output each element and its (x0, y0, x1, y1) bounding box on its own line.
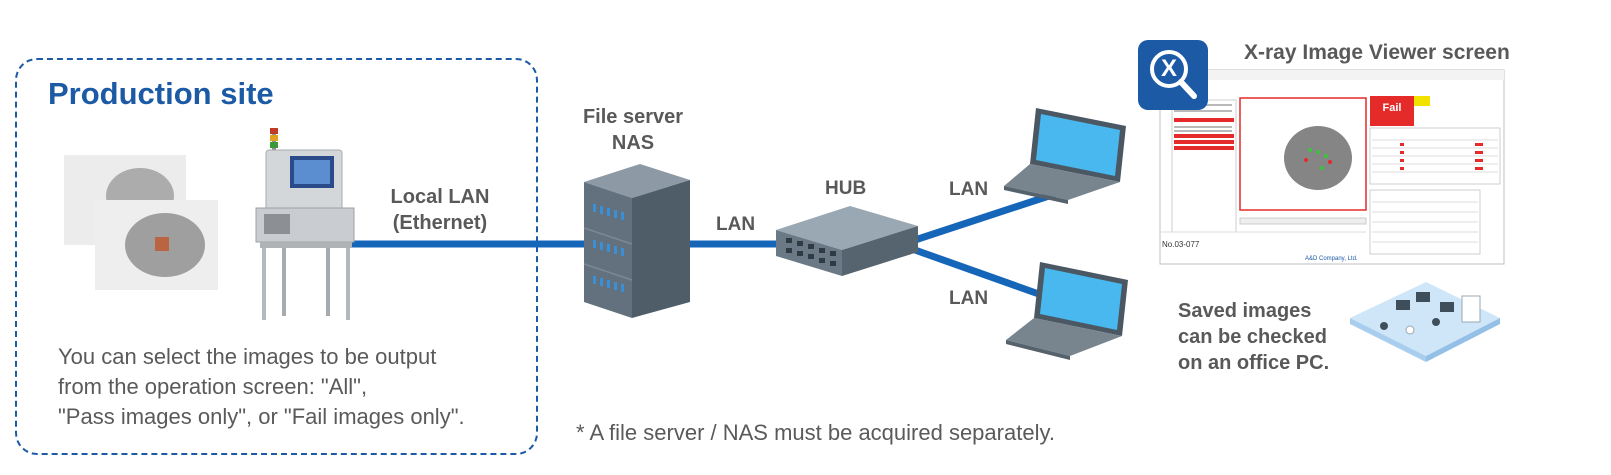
production-site-frame (15, 58, 538, 455)
production-site-note: You can select the images to be output f… (58, 344, 465, 429)
app-icon-letter: X (1160, 55, 1177, 82)
lan-label-lower: LAN (949, 288, 989, 309)
magnifier-icon (1150, 50, 1197, 99)
network-hub (776, 206, 918, 276)
local-lan-label: Local LAN (Ethernet) (390, 186, 490, 234)
viewer-lot-number: No.03-077 (1162, 240, 1200, 249)
xray-sample-images (64, 155, 218, 290)
lan-label-server-hub: LAN (716, 214, 756, 235)
office-note: Saved images can be checked on an office… (1178, 300, 1330, 374)
cable-hub-to-upper-pc (913, 190, 1057, 244)
viewer-title: X-ray Image Viewer screen (1244, 41, 1510, 64)
xray-machine (255, 128, 355, 320)
viewer-company: A&D Company, Ltd. (1305, 256, 1358, 262)
file-server-label: File server NAS (582, 106, 684, 154)
lan-label-upper: LAN (949, 179, 989, 200)
laptop-lower (1006, 262, 1128, 360)
hub-label: HUB (825, 178, 867, 199)
file-server-nas (583, 164, 690, 318)
laptop-upper (1004, 108, 1126, 204)
viewer-result-fail: Fail (1382, 102, 1402, 114)
cable-hub-to-lower-pc (913, 246, 1052, 302)
footnote: * A file server / NAS must be acquired s… (576, 420, 1055, 445)
xray-viewer-app-icon: X (1138, 40, 1208, 110)
office-illustration (1350, 282, 1500, 362)
viewer-screenshot (1159, 69, 1505, 265)
production-site-title: Production site (48, 76, 274, 111)
